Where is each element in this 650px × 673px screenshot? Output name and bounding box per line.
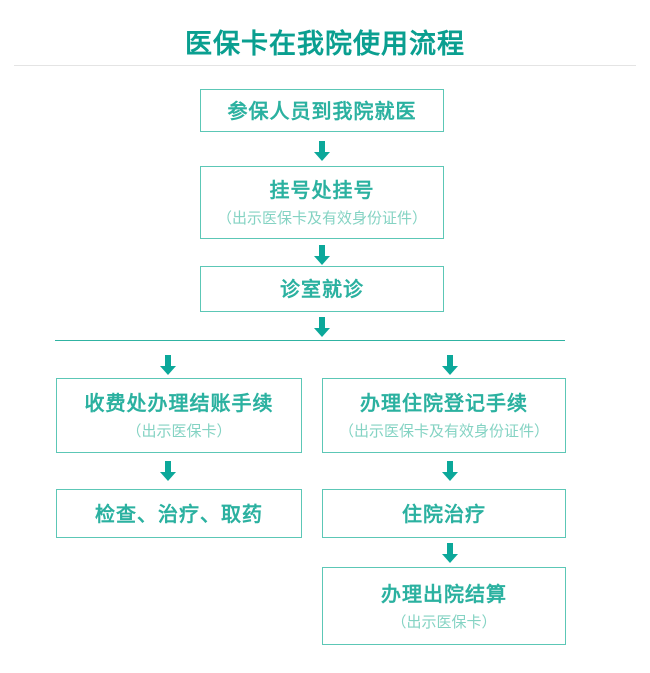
step-inpatient-treatment: 住院治疗 <box>322 489 566 538</box>
step-note: （出示医保卡及有效身份证件） <box>216 209 427 227</box>
step-label: 办理住院登记手续 <box>360 391 528 415</box>
branch-connector-line <box>55 340 565 341</box>
down-arrow-icon <box>442 543 458 563</box>
step-label: 参保人员到我院就医 <box>227 98 417 123</box>
step-note: （出示医保卡） <box>391 612 497 631</box>
down-arrow-icon <box>160 355 176 375</box>
down-arrow-icon <box>442 461 458 481</box>
down-arrow-icon <box>442 355 458 375</box>
step-label: 挂号处挂号 <box>269 178 375 202</box>
step-admission-registration: 办理住院登记手续 （出示医保卡及有效身份证件） <box>322 378 566 453</box>
step-label: 收费处办理结账手续 <box>84 391 274 415</box>
down-arrow-icon <box>314 245 330 265</box>
down-arrow-icon <box>314 317 330 337</box>
down-arrow-icon <box>160 461 176 481</box>
step-note: （出示医保卡） <box>126 422 232 440</box>
step-exam-treatment-medicine: 检查、治疗、取药 <box>56 489 302 538</box>
down-arrow-icon <box>314 141 330 161</box>
step-cashier-settlement: 收费处办理结账手续 （出示医保卡） <box>56 378 302 453</box>
step-arrive-hospital: 参保人员到我院就医 <box>200 89 444 132</box>
step-label: 住院治疗 <box>402 501 486 526</box>
step-label: 检查、治疗、取药 <box>95 501 263 526</box>
step-discharge-settlement: 办理出院结算 （出示医保卡） <box>322 567 566 645</box>
step-label: 办理出院结算 <box>381 581 507 606</box>
step-label: 诊室就诊 <box>280 277 364 301</box>
page-title: 医保卡在我院使用流程 <box>185 29 465 60</box>
title-divider <box>14 65 636 66</box>
step-note: （出示医保卡及有效身份证件） <box>338 422 549 440</box>
step-registration-desk: 挂号处挂号 （出示医保卡及有效身份证件） <box>200 166 444 239</box>
step-consulting-room: 诊室就诊 <box>200 266 444 312</box>
